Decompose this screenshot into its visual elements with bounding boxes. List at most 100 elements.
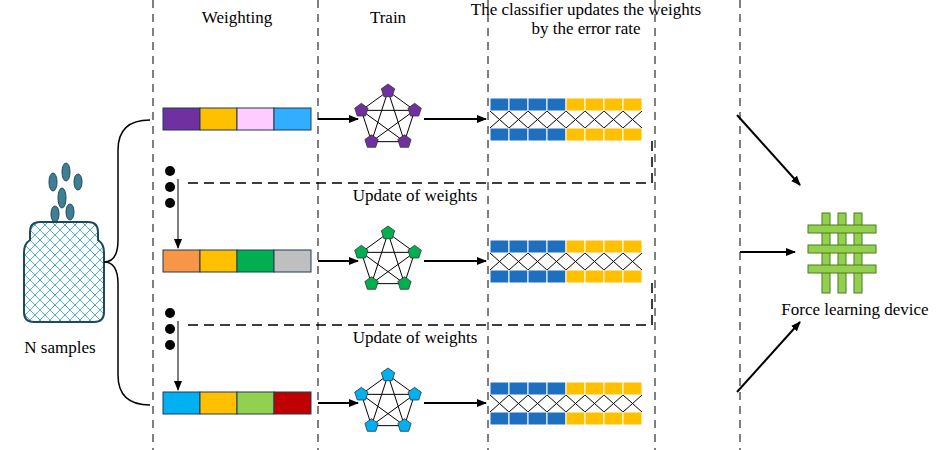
classifier-link [509,395,528,412]
classifier-cell [585,98,604,111]
classifier-cell [623,240,642,253]
classifier-link [490,111,509,128]
classifier-cell [490,240,509,253]
classifier-link [528,253,547,270]
grouping-brace [104,120,150,405]
classifier-link [604,253,623,270]
classifier-cell [566,412,585,425]
network-node [365,419,378,432]
weight-segment [200,108,237,130]
column-heading-wrap: Train [330,8,446,27]
network-link [361,394,414,395]
classifier-link [528,111,547,128]
classifier-link [528,395,547,412]
classifier-cell [566,270,585,283]
column-dividers [153,0,740,450]
ensemble-grid-icon [808,213,876,293]
boosting-round [163,226,652,390]
continuation-dot [165,324,175,334]
network-node [381,226,394,239]
classifier-cell [528,382,547,395]
classifier-link [585,395,604,412]
classifier-link [585,111,604,128]
classifier-link [623,253,642,270]
update-label-wrap: Update of weights [300,186,530,205]
flow-arrow [424,260,486,262]
classifier-cell [547,128,566,141]
weight-segment [274,108,311,130]
network-link [372,91,388,142]
classifier-link [547,111,566,128]
classifier-cell [547,412,566,425]
node-label: Force learning device [775,300,935,319]
continuation-dot [165,182,175,192]
column-heading-wrap: The classifier updates the weights by th… [470,0,702,38]
classifier-link [547,395,566,412]
classifier-cell [528,412,547,425]
classifier-cell [585,128,604,141]
classifier-cell [547,382,566,395]
classifier-link [490,395,509,412]
classifier-link [509,111,528,128]
boosting-round [163,368,642,431]
classifier-cell [509,98,528,111]
classifier-cell [509,128,528,141]
classifier-cell [528,98,547,111]
classifier-cell [566,98,585,111]
weight-segment [163,250,200,272]
classifier-link [585,395,604,412]
classifier-link [623,253,642,270]
weight-segment [163,392,200,414]
feedback-line [185,141,652,183]
classifier-cell [604,270,623,283]
classifier-link [509,253,528,270]
update-arrow [178,321,179,390]
classifier-cell [490,382,509,395]
weight-segment [274,392,311,414]
network-link [388,375,404,426]
classifier-link [490,395,509,412]
network-node [398,135,411,148]
classifier-link [585,253,604,270]
classifier-cell [566,128,585,141]
network-link [388,233,404,284]
classifier-link [528,111,547,128]
network-node [408,103,421,116]
node-label: N samples [5,338,115,357]
classifier-cell [604,128,623,141]
network-link [372,375,388,426]
network-link [372,233,388,284]
classifier-link [604,395,623,412]
classifier-cell [490,98,509,111]
classifier-cell [528,240,547,253]
classifier-cell [547,240,566,253]
network-link [388,91,404,142]
classifier-link [604,395,623,412]
network-node [381,368,394,381]
classifier-cell [566,240,585,253]
classifier-link [547,111,566,128]
continuation-dot [165,340,175,350]
classifier-cell [509,240,528,253]
continuation-dot [165,198,175,208]
classifier-link [566,253,585,270]
weight-segment [237,108,274,130]
weight-segment [274,250,311,272]
classifier-cell [604,98,623,111]
classifier-link [490,253,509,270]
flow-arrow [318,118,358,120]
column-heading: The classifier updates the weights by th… [471,0,701,38]
classifier-cell [566,382,585,395]
classifier-link [509,111,528,128]
column-heading: Weighting [202,8,272,27]
update-label: Update of weights [350,328,481,347]
classifier-link [547,395,566,412]
network-link [361,110,414,111]
classifier-link [509,395,528,412]
classifier-cell [547,98,566,111]
continuation-dot [165,166,175,176]
classifier-cell [585,382,604,395]
weight-segment [237,250,274,272]
classifier-cell [509,270,528,283]
